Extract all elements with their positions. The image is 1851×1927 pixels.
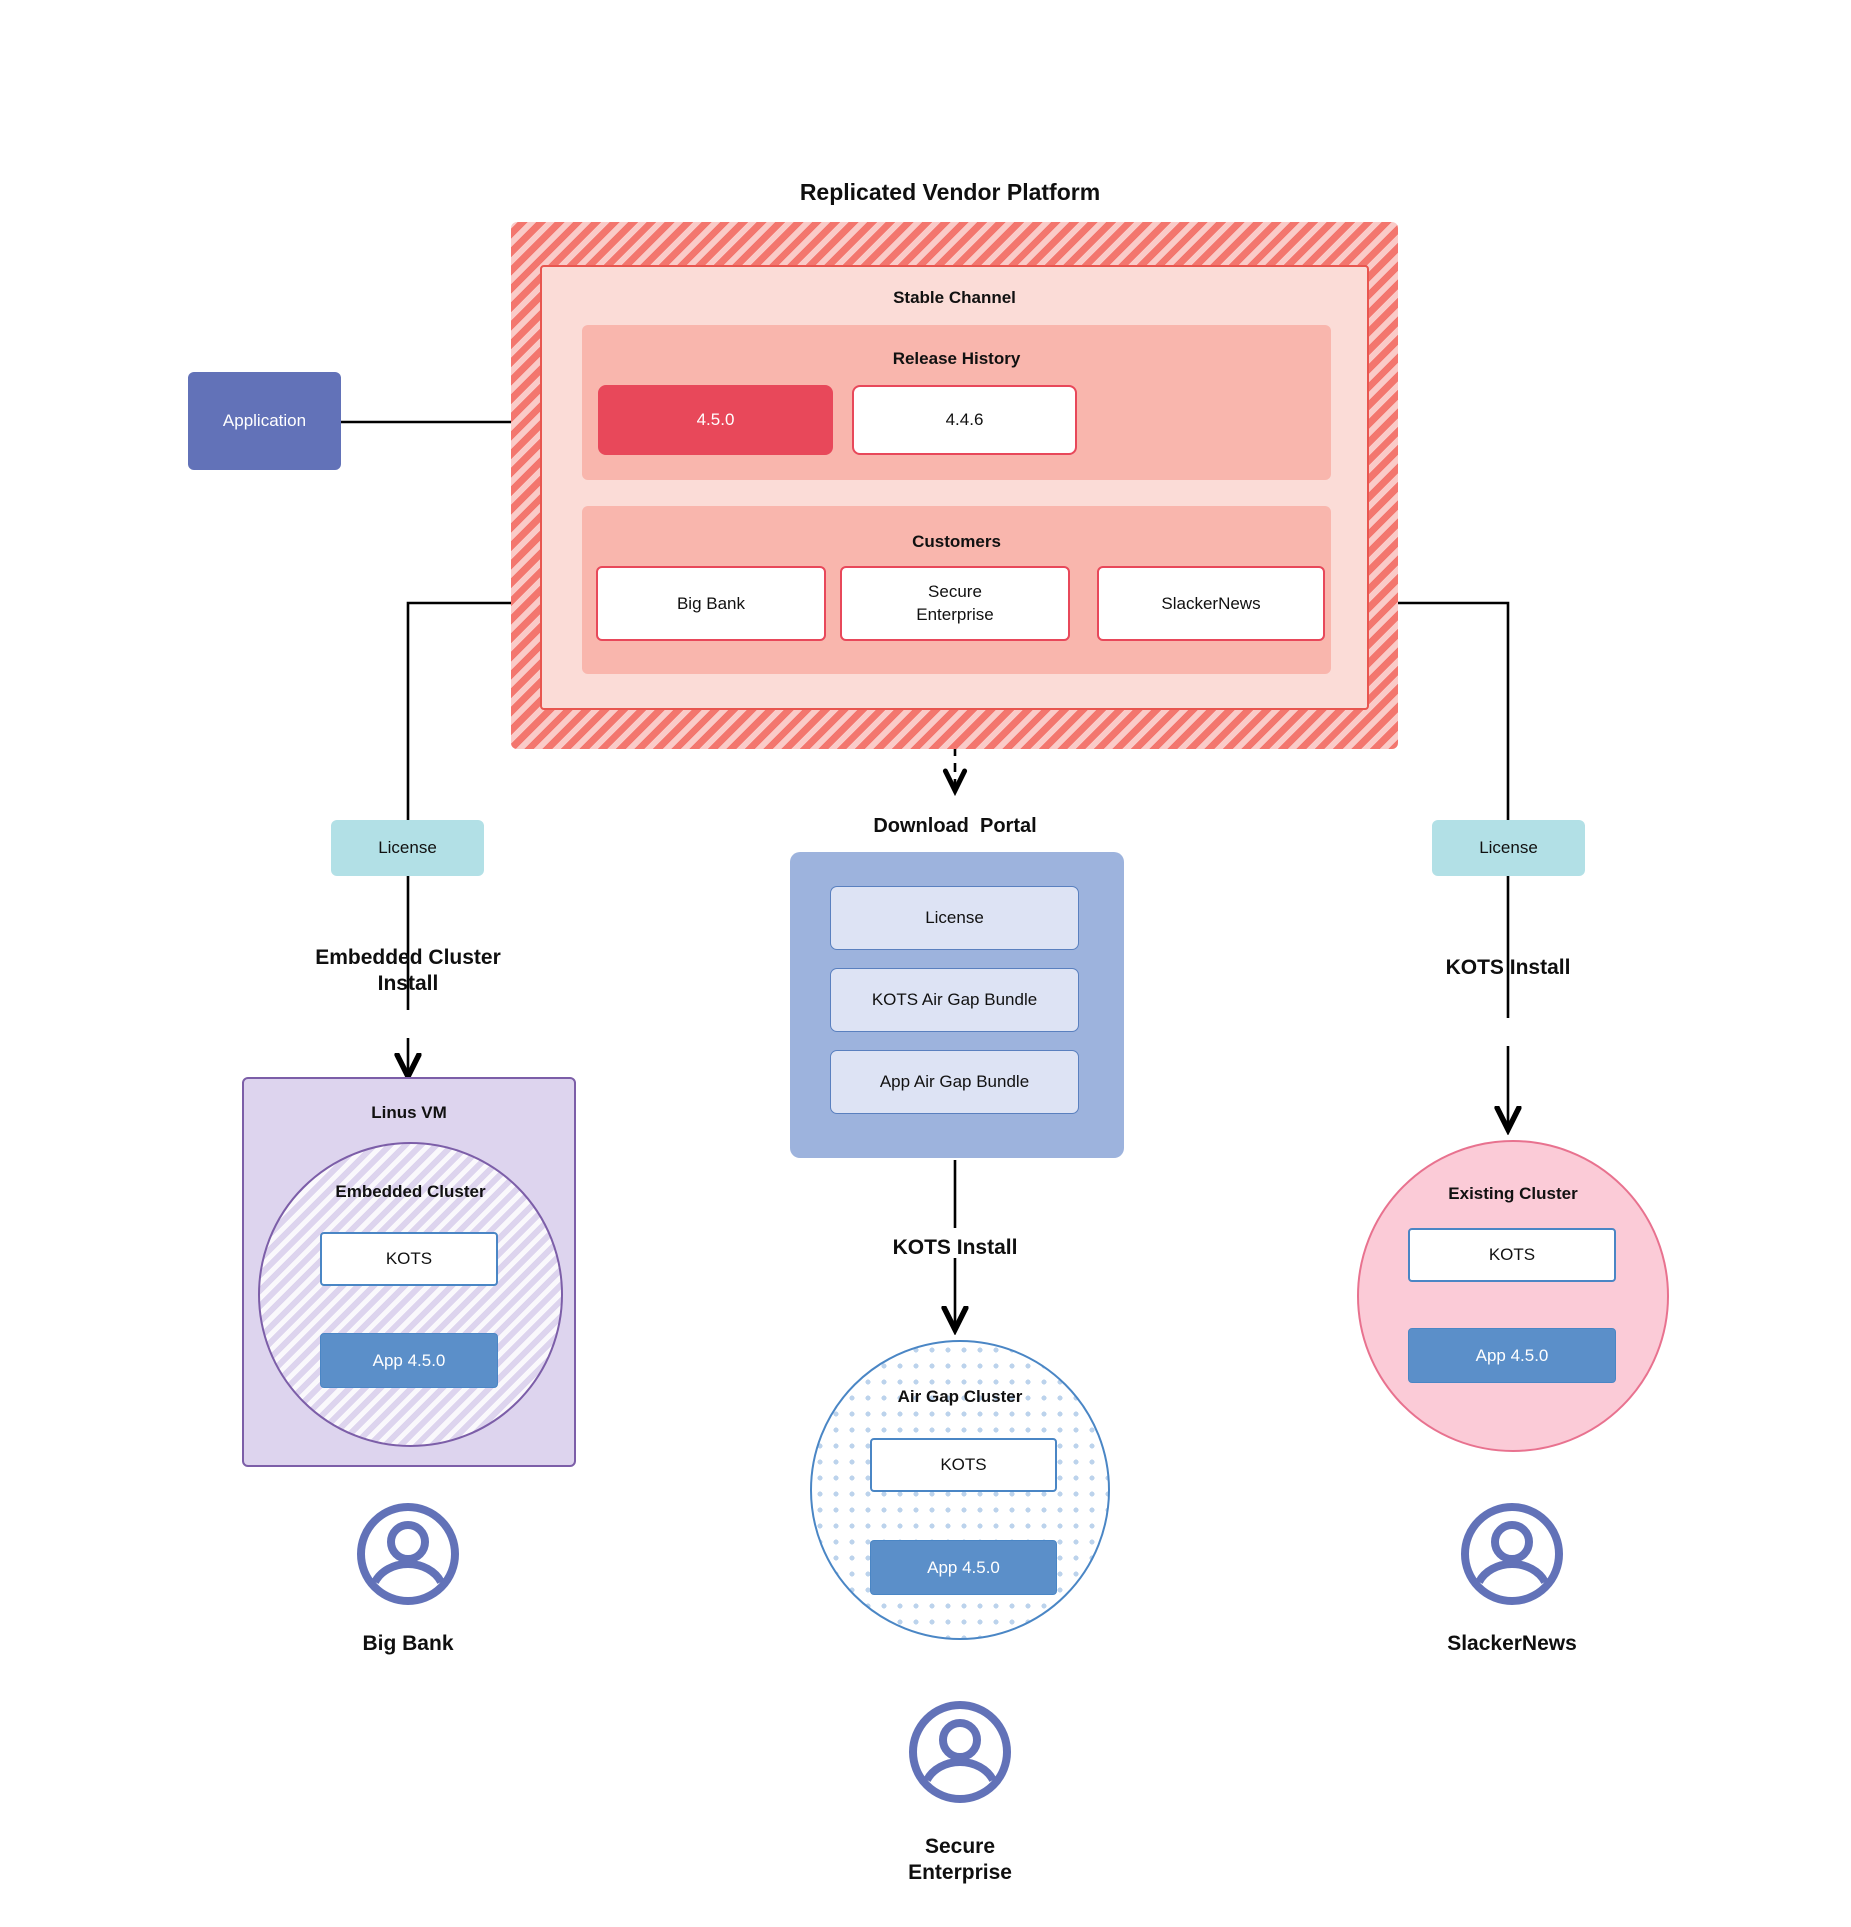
embedded-cluster-title: Embedded Cluster bbox=[335, 1182, 486, 1201]
diagram-title: Replicated Vendor Platform bbox=[799, 178, 1101, 205]
center-customer-label: Secure Enterprise bbox=[908, 1835, 1012, 1884]
release-item-previous[interactable]: 4.4.6 bbox=[852, 385, 1077, 455]
customer-chip-secure-enterprise[interactable]: Secure Enterprise bbox=[840, 566, 1070, 641]
embedded-cluster-circle bbox=[258, 1142, 563, 1447]
existing-cluster-title: Existing Cluster bbox=[1448, 1184, 1578, 1203]
left-license-node[interactable]: License bbox=[331, 820, 484, 876]
customers-title: Customers bbox=[912, 532, 1001, 551]
left-install-label: Embedded Cluster Install bbox=[315, 946, 501, 995]
user-avatar-icon bbox=[357, 1503, 459, 1605]
release-history-title: Release History bbox=[892, 349, 1021, 368]
customer-chip-slackernews[interactable]: SlackerNews bbox=[1097, 566, 1325, 641]
download-portal-title: Download Portal bbox=[873, 814, 1037, 837]
portal-item-app-air-gap-bundle[interactable]: App Air Gap Bundle bbox=[830, 1050, 1079, 1114]
release-item-active[interactable]: 4.5.0 bbox=[598, 385, 833, 455]
center-app-node[interactable]: App 4.5.0 bbox=[870, 1540, 1057, 1595]
right-app-node[interactable]: App 4.5.0 bbox=[1408, 1328, 1616, 1383]
right-customer-label: SlackerNews bbox=[1447, 1632, 1577, 1656]
right-kots-node[interactable]: KOTS bbox=[1408, 1228, 1616, 1282]
right-install-label: KOTS Install bbox=[1445, 956, 1571, 980]
left-customer-label: Big Bank bbox=[362, 1632, 454, 1656]
right-license-node[interactable]: License bbox=[1432, 820, 1585, 876]
left-kots-node[interactable]: KOTS bbox=[320, 1232, 498, 1286]
stable-channel-title: Stable Channel bbox=[893, 288, 1016, 307]
left-app-node[interactable]: App 4.5.0 bbox=[320, 1333, 498, 1388]
center-install-label: KOTS Install bbox=[892, 1236, 1018, 1260]
air-gap-cluster-title: Air Gap Cluster bbox=[897, 1387, 1023, 1406]
portal-item-kots-air-gap-bundle[interactable]: KOTS Air Gap Bundle bbox=[830, 968, 1079, 1032]
existing-cluster-circle bbox=[1357, 1140, 1669, 1452]
user-avatar-icon bbox=[909, 1701, 1011, 1803]
application-node[interactable]: Application bbox=[188, 372, 341, 470]
linus-vm-title: Linus VM bbox=[371, 1103, 447, 1122]
customer-chip-big-bank[interactable]: Big Bank bbox=[596, 566, 826, 641]
user-avatar-icon bbox=[1461, 1503, 1563, 1605]
portal-item-license[interactable]: License bbox=[830, 886, 1079, 950]
center-kots-node[interactable]: KOTS bbox=[870, 1438, 1057, 1492]
